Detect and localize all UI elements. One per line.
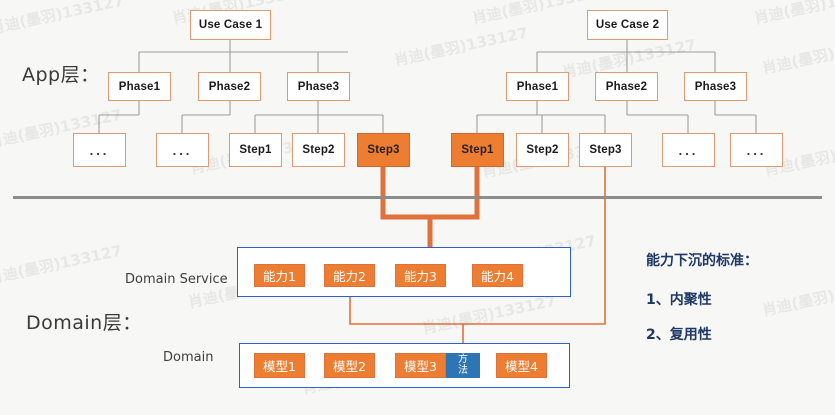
capability-4[interactable]: 能力4 <box>472 264 523 287</box>
uc1-phase-1[interactable]: Phase1 <box>108 72 171 101</box>
watermark: 肖迪(墨羽)133127 <box>760 31 835 78</box>
method-line-2: 法 <box>458 364 468 376</box>
model-1[interactable]: 模型1 <box>254 353 305 378</box>
uc2-step-3[interactable]: Step3 <box>579 133 632 167</box>
uc1-step-2[interactable]: ... <box>156 133 209 167</box>
notes-heading: 能力下沉的标准： <box>646 253 758 269</box>
uc2-step-5[interactable]: ... <box>730 133 783 167</box>
uc2-phase-2[interactable]: Phase2 <box>595 72 658 101</box>
method-line-1: 方 <box>458 354 468 366</box>
use-case-1-box[interactable]: Use Case 1 <box>190 10 271 40</box>
watermark: 肖迪(墨羽)133127 <box>760 273 835 320</box>
uc1-step-1[interactable]: ... <box>73 133 126 167</box>
uc2-phase-1[interactable]: Phase1 <box>506 72 569 101</box>
model-4[interactable]: 模型4 <box>496 353 547 378</box>
uc2-step-2[interactable]: Step2 <box>516 133 569 167</box>
uc1-step-4[interactable]: Step2 <box>292 133 345 167</box>
notes-item-2: 2、复用性 <box>646 327 712 343</box>
sink-connector-to-capability3 <box>380 167 480 270</box>
uc2-step-1-highlighted[interactable]: Step1 <box>451 133 504 167</box>
method-box[interactable]: 方 法 <box>446 353 480 378</box>
watermark: 肖迪(墨羽)133127 <box>392 23 530 70</box>
uc2-phase-3[interactable]: Phase3 <box>684 72 747 101</box>
domain-service-row-label: Domain Service <box>125 272 228 287</box>
uc1-phase-2[interactable]: Phase2 <box>198 72 261 101</box>
uc1-phase-3[interactable]: Phase3 <box>287 72 350 101</box>
uc1-step-3[interactable]: Step1 <box>229 133 282 167</box>
model-3[interactable]: 模型3 <box>395 353 446 378</box>
capability-2[interactable]: 能力2 <box>324 264 375 287</box>
watermark: 肖迪(墨羽)133127 <box>752 0 835 28</box>
uc1-step-5-highlighted[interactable]: Step3 <box>357 133 410 167</box>
watermark: 肖迪(墨羽)133127 <box>0 241 124 288</box>
capability-1[interactable]: 能力1 <box>254 264 305 287</box>
capability-3[interactable]: 能力3 <box>395 264 446 287</box>
use-case-2-box[interactable]: Use Case 2 <box>587 10 668 40</box>
model-2[interactable]: 模型2 <box>324 353 375 378</box>
layer-divider <box>13 196 822 199</box>
app-layer-label: App层： <box>22 64 100 86</box>
notes-item-1: 1、内聚性 <box>646 292 712 308</box>
domain-row-label: Domain <box>163 350 214 365</box>
domain-layer-label: Domain层： <box>26 312 142 334</box>
watermark: 肖迪(墨羽)133127 <box>0 0 126 38</box>
uc2-step-4[interactable]: ... <box>662 133 715 167</box>
